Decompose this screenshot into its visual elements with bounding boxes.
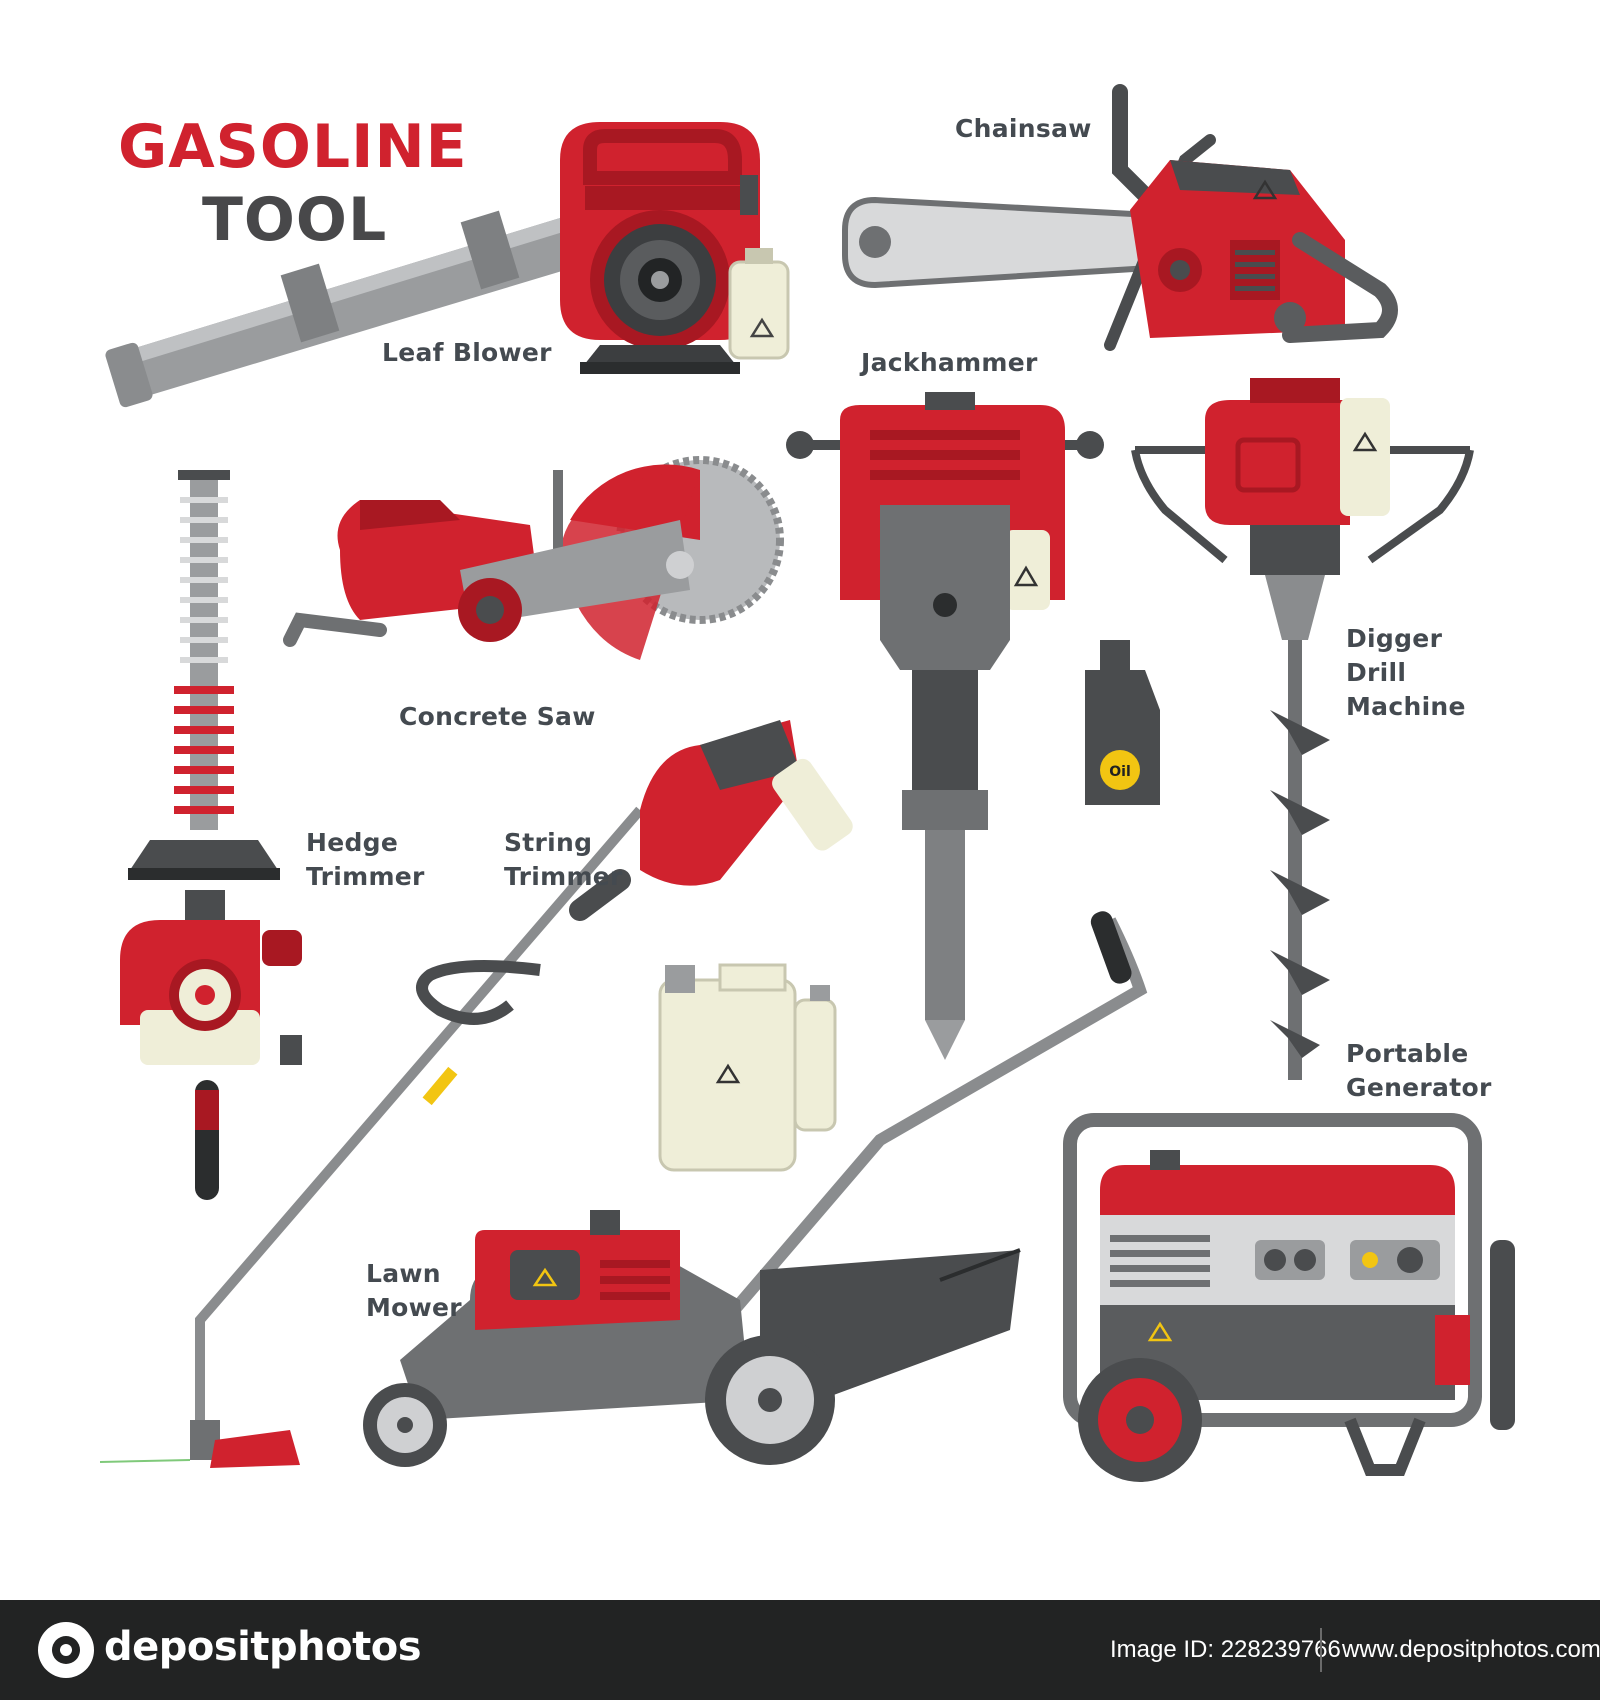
label-leaf-blower: Leaf Blower bbox=[382, 338, 552, 367]
label-chainsaw: Chainsaw bbox=[955, 114, 1092, 143]
digger-drill-machine bbox=[1131, 378, 1474, 1080]
chainsaw bbox=[842, 84, 1398, 351]
hedge-trimmer bbox=[120, 470, 302, 1200]
footer-bar: depositphotos Image ID: 228239766 www.de… bbox=[0, 1600, 1600, 1700]
tools-illustration: Oil bbox=[99, 84, 1515, 1482]
title-line-2: TOOL bbox=[202, 185, 388, 255]
string-trimmer bbox=[99, 720, 853, 1468]
svg-text:Oil: Oil bbox=[1109, 764, 1131, 780]
image-id: Image ID: 228239766 bbox=[1110, 1636, 1341, 1663]
fuel-canister bbox=[658, 963, 837, 1172]
oil-bottle: Oil bbox=[1085, 640, 1160, 805]
footer-divider bbox=[1320, 1628, 1322, 1672]
jackhammer bbox=[786, 392, 1104, 1060]
label-concrete-saw: Concrete Saw bbox=[399, 702, 596, 731]
title-line-1: GASOLINE bbox=[118, 112, 468, 182]
leaf-blower bbox=[105, 122, 790, 408]
concrete-saw bbox=[283, 456, 784, 660]
site-url: www.depositphotos.com bbox=[1342, 1636, 1600, 1663]
portable-generator bbox=[1063, 1113, 1515, 1482]
label-jackhammer: Jackhammer bbox=[861, 348, 1038, 377]
lawn-mower bbox=[363, 911, 1148, 1467]
brand-name: depositphotos bbox=[104, 1624, 422, 1670]
